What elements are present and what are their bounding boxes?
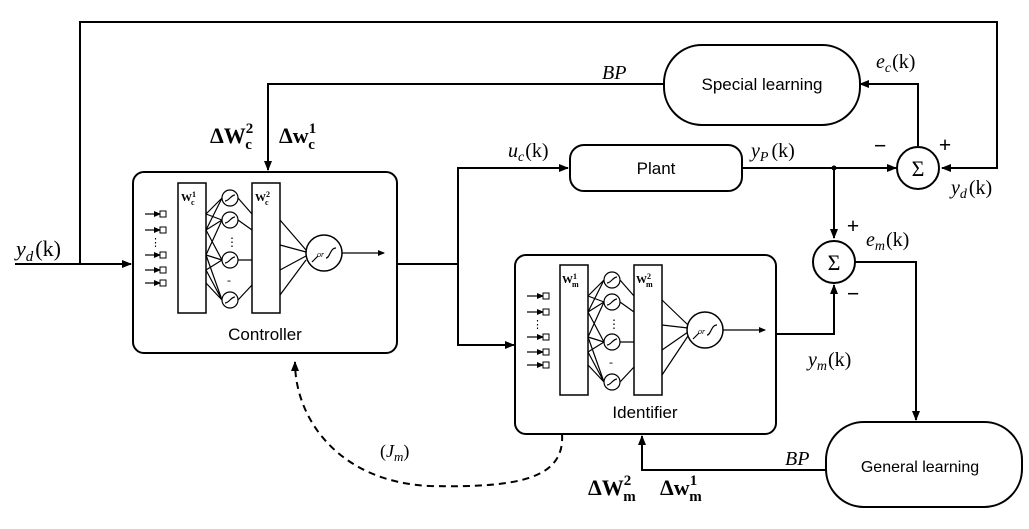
- yp-label: yP(k): [749, 140, 795, 165]
- mid-sum-symbol: Σ: [828, 250, 841, 275]
- svg-text:⋮: ⋮: [532, 319, 543, 331]
- mid-plus-sign: +: [847, 213, 860, 238]
- uc-wire: [397, 164, 569, 265]
- top-plus-sign: +: [939, 132, 952, 157]
- bp-bottom-label: BP: [785, 448, 809, 470]
- special-learning-label: Special learning: [702, 75, 823, 94]
- mid-minus-sign: −: [847, 281, 860, 306]
- plant-block: [569, 144, 743, 192]
- svg-text:⋮: ⋮: [226, 235, 238, 249]
- top-sum-junction: [896, 146, 940, 190]
- controller-label: Controller: [228, 325, 302, 344]
- bp-controller-wire: [264, 83, 664, 171]
- top-sum-symbol: Σ: [912, 156, 925, 181]
- yd-sum-label: yd(k): [949, 177, 992, 202]
- wm1-matrix: [559, 264, 589, 396]
- svg-text:-: -: [227, 273, 231, 287]
- ym-label: ym(k): [806, 349, 851, 374]
- plant-label: Plant: [637, 159, 676, 178]
- wc2-matrix: [251, 182, 281, 314]
- jm-label: (Jm): [380, 441, 409, 464]
- identifier-label: Identifier: [612, 403, 678, 422]
- special-learning-block: [663, 44, 861, 126]
- general-learning-block: [825, 421, 1023, 508]
- svg-text:⋮: ⋮: [608, 317, 620, 331]
- wm2-matrix: [633, 264, 663, 396]
- uc-label: uc(k): [508, 140, 549, 165]
- jm-dashed-path: [291, 361, 564, 488]
- bp-identifier-wire: [638, 435, 826, 471]
- uc-identifier-wire: [457, 264, 515, 349]
- mid-sum-junction: [812, 240, 856, 284]
- ec-label: ec(k): [876, 51, 915, 76]
- yp-junction-dot: [831, 165, 837, 171]
- general-learning-label: General learning: [861, 459, 979, 476]
- wc1-matrix: [177, 182, 207, 314]
- em-label: em(k): [866, 229, 909, 254]
- yd-feedback-wire: [79, 21, 998, 264]
- yd-input-label: yd(k): [14, 236, 61, 265]
- top-minus-sign: −: [874, 133, 887, 158]
- ec-wire: [859, 80, 919, 146]
- svg-text:or: or: [698, 327, 706, 336]
- svg-text:⋮: ⋮: [150, 237, 161, 249]
- svg-text:or: or: [317, 250, 325, 259]
- bp-top-label: BP: [602, 62, 626, 84]
- ym-wire: [776, 284, 838, 335]
- svg-text:-: -: [609, 355, 613, 369]
- em-wire: [855, 261, 920, 421]
